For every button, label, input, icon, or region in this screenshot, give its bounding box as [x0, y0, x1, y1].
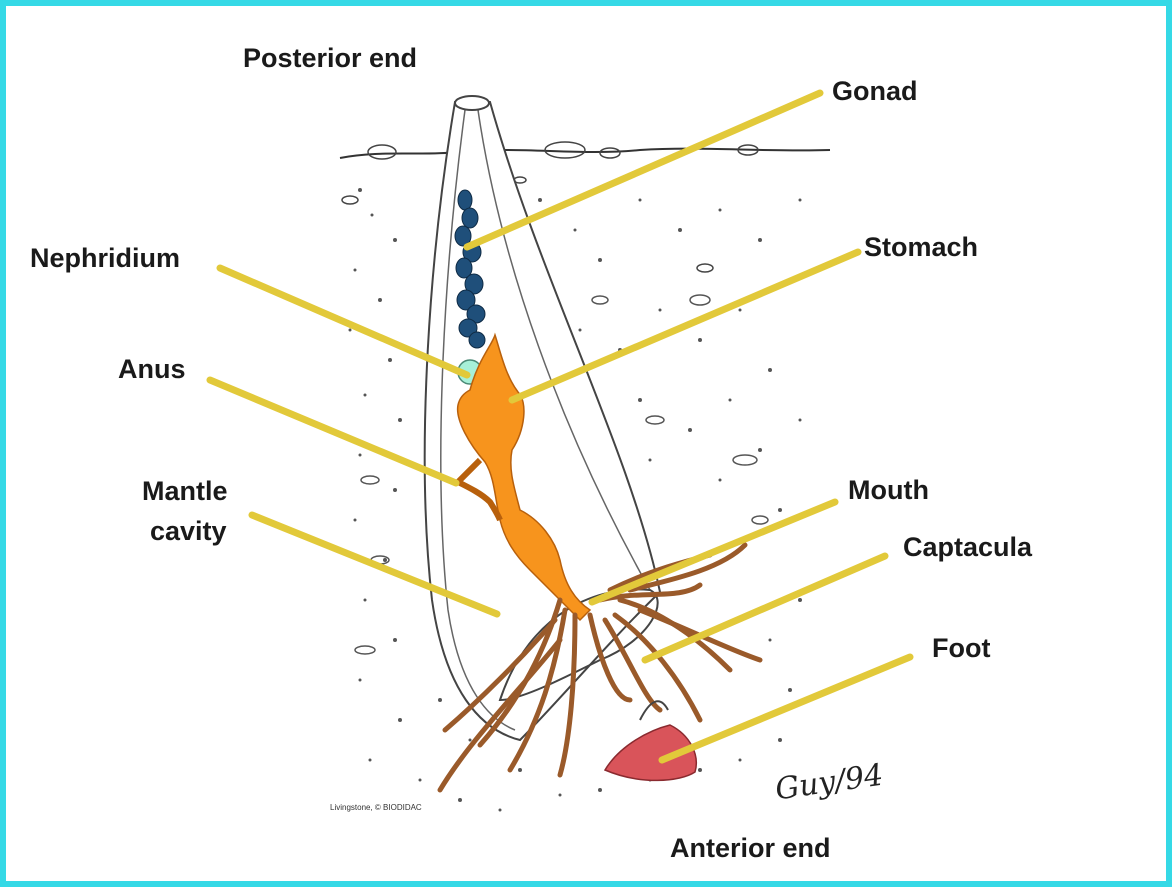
label-anterior-end: Anterior end	[670, 832, 831, 864]
image-credit: Livingstone, © BIODIDAC	[330, 803, 422, 812]
label-nephridium: Nephridium	[30, 242, 180, 274]
leader-captacula	[645, 556, 885, 660]
label-captacula: Captacula	[903, 531, 1032, 563]
leader-foot	[662, 657, 910, 760]
label-anus: Anus	[118, 353, 186, 385]
label-stomach: Stomach	[864, 231, 978, 263]
label-mantle-cavity-line1: Mantle	[142, 475, 228, 507]
label-posterior-end: Posterior end	[243, 42, 417, 74]
shell-aperture-posterior	[455, 96, 489, 110]
leader-gonad	[467, 93, 820, 247]
label-foot: Foot	[932, 632, 990, 664]
label-gonad: Gonad	[832, 75, 918, 107]
leader-anus	[210, 380, 456, 483]
label-mouth: Mouth	[848, 474, 929, 506]
label-mantle-cavity-line2: cavity	[150, 515, 227, 547]
